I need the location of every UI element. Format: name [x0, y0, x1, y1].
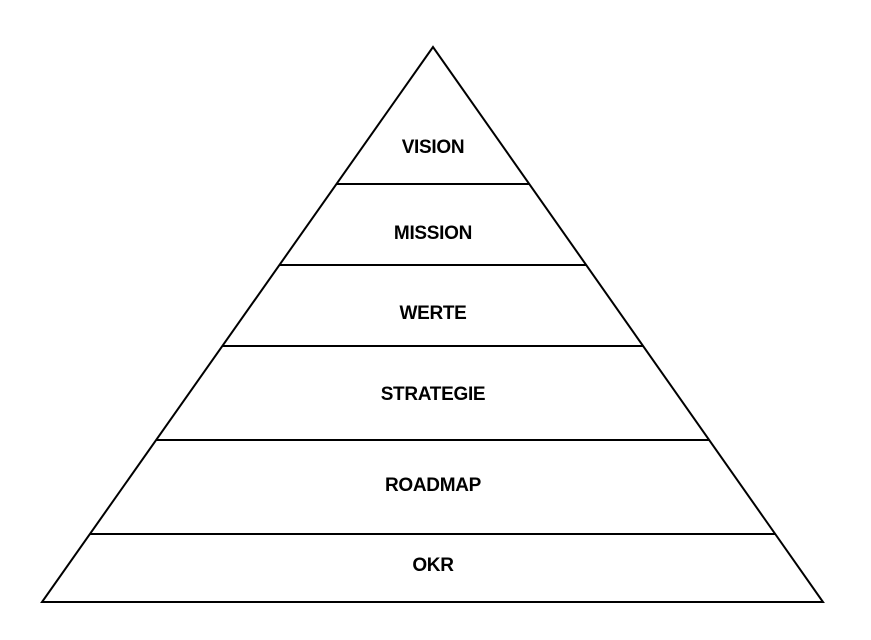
pyramid-outline [40, 45, 825, 603]
level-label-mission: MISSION [394, 223, 472, 244]
level-label-werte: WERTE [399, 303, 466, 324]
level-label-strategie: STRATEGIE [381, 384, 486, 405]
level-label-roadmap: ROADMAP [385, 475, 482, 496]
level-label-okr: OKR [412, 555, 454, 576]
level-label-vision: VISION [402, 137, 465, 158]
